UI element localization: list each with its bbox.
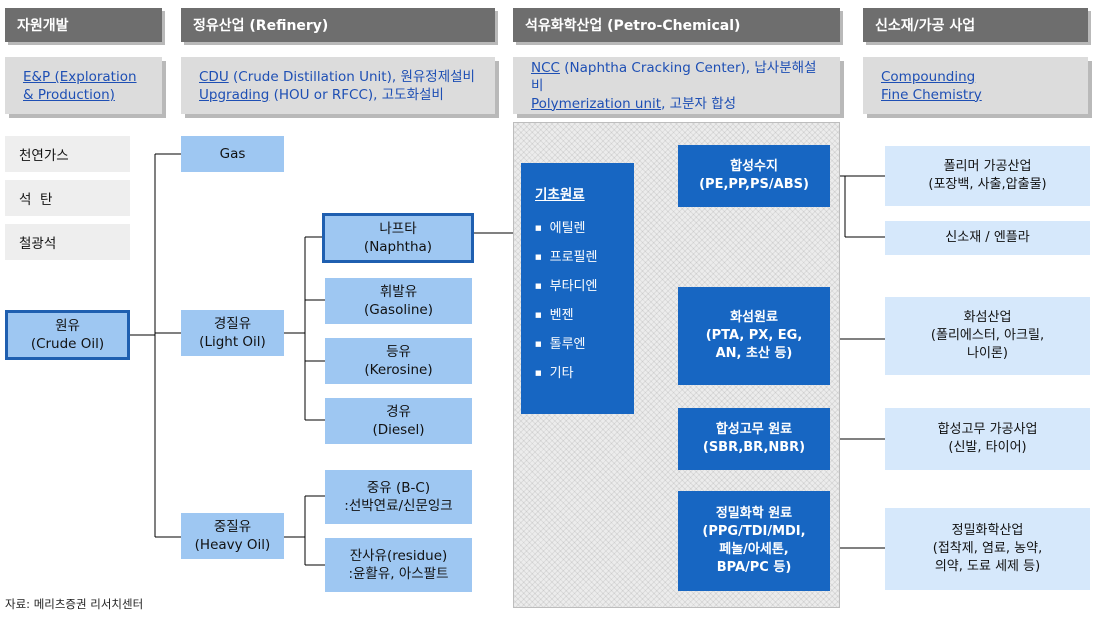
fine-chemistry-link[interactable]: Fine Chemistry <box>881 86 982 103</box>
compounding-link[interactable]: Compounding <box>881 68 976 85</box>
header-materials: 신소재/가공 사업 <box>863 8 1088 42</box>
upgrading-link[interactable]: Upgrading <box>199 86 270 103</box>
synthetic-fiber-industry-box: 화섬산업(폴리에스터, 아크릴,나이론) <box>885 297 1090 375</box>
naphtha-box: 나프타(Naphtha) <box>322 213 474 263</box>
kerosine-box: 등유(Kerosine) <box>325 338 472 384</box>
source-note: 자료: 메리츠증권 리서치센터 <box>5 597 144 611</box>
light-oil-box: 경질유(Light Oil) <box>181 310 284 356</box>
basic-item-propylene: 프로필렌 <box>535 246 634 275</box>
diesel-box: 경유(Diesel) <box>325 398 472 444</box>
basic-item-other: 기타 <box>535 362 634 391</box>
basic-materials-box: 기초원료 에틸렌 프로필렌 부타디엔 벤젠 톨루엔 기타 <box>521 163 634 414</box>
resource-coal: 석 탄 <box>5 180 130 216</box>
ep-link-line2[interactable]: & Production) <box>23 86 115 103</box>
basic-item-ethylene: 에틸렌 <box>535 217 634 246</box>
ncc-description: (Naphtha Cracking Center), 납사분해설비 <box>531 59 817 94</box>
header-refinery: 정유산업 (Refinery) <box>181 8 495 42</box>
cdu-description: (Crude Distillation Unit), 원유정제설비 <box>228 68 475 85</box>
basic-item-butadiene: 부타디엔 <box>535 275 634 304</box>
subheader-petrochemical: NCC (Naphtha Cracking Center), 납사분해설비 Po… <box>513 57 840 114</box>
cdu-link[interactable]: CDU <box>199 68 229 85</box>
residue-box: 잔사유(residue):윤활유, 아스팔트 <box>325 538 472 592</box>
basic-materials-title: 기초원료 <box>535 187 585 203</box>
subheader-refinery: CDU (Crude Distillation Unit), 원유정제설비 Up… <box>181 57 495 114</box>
heavy-oil-box: 중질유(Heavy Oil) <box>181 513 284 559</box>
polymerization-description: , 고분자 합성 <box>661 95 737 112</box>
synthetic-fiber-material-box: 화섬원료(PTA, PX, EG,AN, 초산 등) <box>678 287 830 385</box>
subheader-materials: Compounding Fine Chemistry <box>863 57 1088 114</box>
resource-iron-ore: 철광석 <box>5 224 130 260</box>
polymerization-link[interactable]: Polymerization unit <box>531 95 662 112</box>
crude-oil-box: 원유(Crude Oil) <box>5 310 130 360</box>
ep-link[interactable]: E&P (Exploration <box>23 68 137 85</box>
gas-box: Gas <box>181 136 284 172</box>
synthetic-rubber-material-box: 합성고무 원료(SBR,BR,NBR) <box>678 408 830 470</box>
basic-item-benzene: 벤젠 <box>535 304 634 333</box>
new-materials-box: 신소재 / 엔플라 <box>885 221 1090 255</box>
subheader-exploration: E&P (Exploration & Production) <box>5 57 162 114</box>
basic-item-toluene: 톨루엔 <box>535 333 634 362</box>
upgrading-description: (HOU or RFCC), 고도화설비 <box>269 86 444 103</box>
synthetic-rubber-industry-box: 합성고무 가공사업(신발, 타이어) <box>885 408 1090 470</box>
gasoline-box: 휘발유(Gasoline) <box>325 278 472 324</box>
fine-chemical-industry-box: 정밀화학산업(접착제, 염료, 농약,의약, 도료 세제 등) <box>885 508 1090 590</box>
polymer-processing-box: 폴리머 가공산업(포장백, 사출,압출물) <box>885 146 1090 206</box>
ncc-link[interactable]: NCC <box>531 59 560 76</box>
bunker-c-box: 중유 (B-C):선박연료/신문잉크 <box>325 470 472 524</box>
header-exploration: 자원개발 <box>5 8 162 42</box>
resource-natural-gas: 천연가스 <box>5 136 130 172</box>
fine-chemical-material-box: 정밀화학 원료(PPG/TDI/MDI,페놀/아세톤,BPA/PC 등) <box>678 491 830 591</box>
synthetic-resin-box: 합성수지(PE,PP,PS/ABS) <box>678 145 830 207</box>
header-petrochemical: 석유화학산업 (Petro-Chemical) <box>513 8 840 42</box>
